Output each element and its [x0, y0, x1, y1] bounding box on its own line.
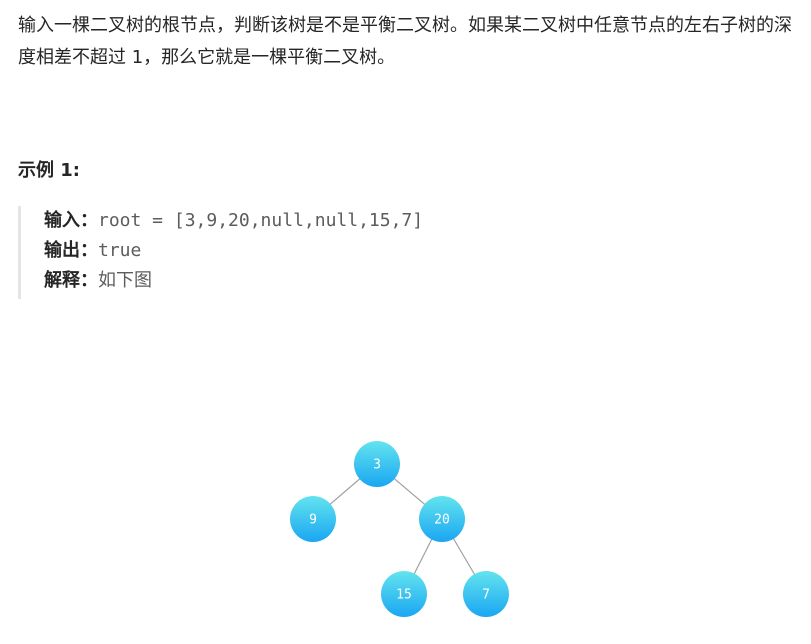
tree-node-circle	[290, 496, 336, 542]
output-label: 输出：	[44, 240, 98, 261]
tree-node-circle	[381, 571, 427, 617]
tree-node-label: 20	[434, 513, 450, 528]
tree-node-9: 9	[290, 496, 336, 542]
example-block: 输入：root = [3,9,20,null,null,15,7] 输出：tru…	[18, 206, 618, 299]
example-output-line: 输出：true	[44, 236, 618, 266]
input-value: root = [3,9,20,null,null,15,7]	[98, 210, 424, 231]
output-value: true	[98, 240, 142, 261]
tree-nodes: 3 9 20 15 7	[290, 441, 509, 617]
tree-node-circle	[463, 571, 509, 617]
tree-node-label: 9	[309, 513, 317, 528]
tree-node-20: 20	[419, 496, 465, 542]
explain-label: 解释：	[44, 270, 98, 291]
example-input-line: 输入：root = [3,9,20,null,null,15,7]	[44, 206, 618, 236]
tree-node-label: 7	[482, 588, 490, 603]
tree-node-15: 15	[381, 571, 427, 617]
tree-node-label: 3	[373, 458, 381, 473]
example-title: 示例 1:	[18, 160, 80, 181]
binary-tree-diagram: 3 9 20 15 7	[290, 441, 509, 617]
input-label: 输入：	[44, 210, 98, 231]
tree-node-circle	[354, 441, 400, 487]
tree-node-3: 3	[354, 441, 400, 487]
problem-description: 输入一棵二叉树的根节点，判断该树是不是平衡二叉树。如果某二叉树中任意节点的左右子…	[18, 15, 792, 68]
tree-node-label: 15	[396, 588, 412, 603]
tree-node-circle	[419, 496, 465, 542]
tree-node-7: 7	[463, 571, 509, 617]
explain-value: 如下图	[98, 270, 152, 291]
example-explain-line: 解释：如下图	[44, 266, 618, 296]
